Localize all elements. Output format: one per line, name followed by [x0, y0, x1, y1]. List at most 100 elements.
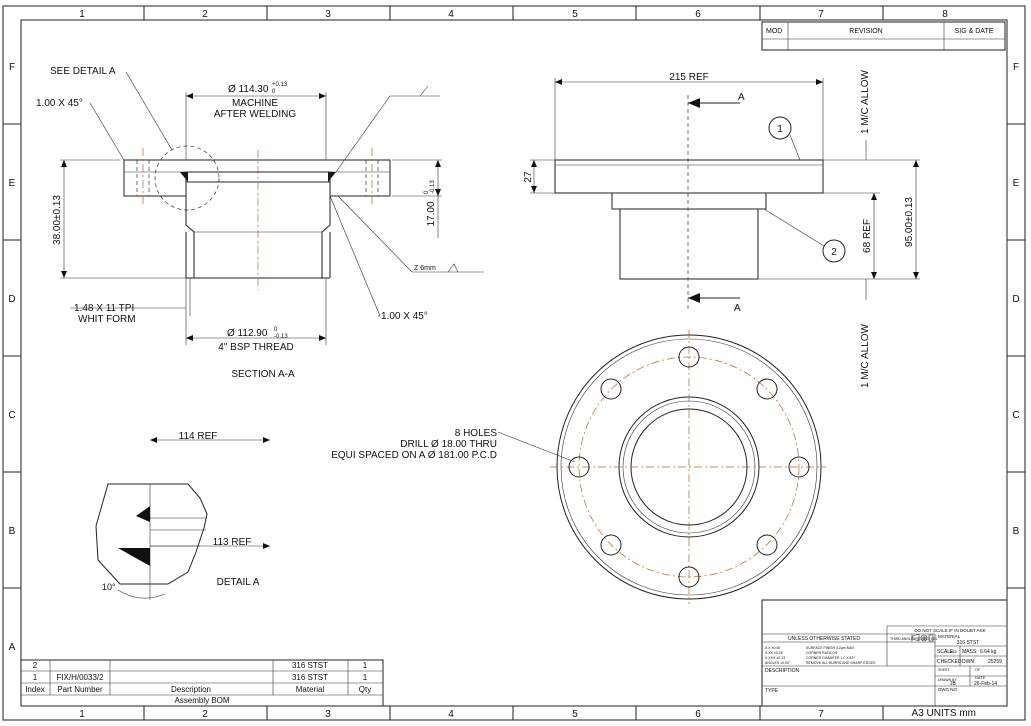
bom-title: Assembly BOM — [174, 696, 229, 705]
revision-header-revision: REVISION — [849, 28, 882, 35]
section-arrow-label-bottom: A — [734, 303, 741, 314]
date-label: DATE — [975, 675, 986, 680]
machine-note: MACHINE — [232, 98, 278, 109]
bolt-holes — [568, 346, 810, 588]
grid-col-label: 6 — [695, 9, 701, 20]
tolerance-xxx: X.XXX ±0.13 — [765, 656, 785, 660]
grid-col-label: 4 — [448, 709, 454, 720]
bore-tolerance-lower: 0 — [272, 89, 276, 95]
machining-allowance-bottom: 1 M/C ALLOW — [860, 323, 871, 387]
dwn-value: 25259 — [988, 659, 1002, 665]
drawn-by-value: JB — [950, 681, 957, 687]
face-tolerance-upper: 0 — [424, 190, 430, 194]
material-value: 316 STST — [957, 640, 980, 646]
mass-label: MASS: — [962, 649, 978, 655]
grid-row-label: D — [1012, 294, 1019, 305]
tolerance-x: X.X ±0.50 — [765, 646, 780, 650]
after-welding-note: AFTER WELDING — [214, 109, 296, 120]
grid-row-label: E — [9, 178, 16, 189]
bom-row-1-qty: 1 — [363, 673, 368, 682]
height-dimension: 38.00±0.13 — [52, 195, 63, 245]
outer-border — [2, 5, 1026, 721]
checked-label: CHECKED — [937, 659, 962, 665]
thread-tolerance-lower: -0.13 — [274, 334, 288, 340]
bom-row-2-material: 316 STST — [292, 661, 328, 670]
corner-radii-note: CORNER RADII 0.5 — [806, 651, 837, 655]
material-label: MATERIAL — [938, 634, 961, 639]
side-view: 215 REF A A 27 68 REF 95.00±0.13 1 M/C A… — [523, 69, 920, 388]
bore-diameter-label: Ø 114.30 — [228, 84, 269, 95]
side-dim-68: 68 REF — [862, 219, 873, 253]
holes-pcd-note: EQUI SPACED ON A Ø 181.00 P.C.D — [331, 450, 497, 461]
revision-header-mod: MOD — [766, 28, 782, 35]
dwg-no-label: DWG NO: — [938, 687, 958, 692]
grid-col-label: 1 — [79, 9, 85, 20]
grid-col-label: 3 — [325, 709, 331, 720]
bom-row-1-part: FIX/H/0033/2 — [56, 673, 104, 682]
grid-ticks — [3, 6, 1025, 720]
section-arrow-label-top: A — [738, 92, 745, 103]
face-dimension: 17.00 — [426, 201, 437, 226]
balloon-2: 2 — [831, 247, 837, 258]
thread-tpi-label: 1.48 X 11 TPI — [74, 303, 134, 314]
detail-dim-114: 114 REF — [179, 431, 218, 442]
bom-header-part: Part Number — [57, 685, 103, 694]
units-label: A3 UNITS mm — [912, 708, 976, 719]
grid-col-label: 5 — [572, 9, 578, 20]
grid-col-label: 6 — [695, 709, 701, 720]
bom-row-1-material: 316 STST — [292, 673, 328, 682]
revision-table: MOD REVISION SIG & DATE — [761, 21, 1006, 51]
section-title: SECTION A-A — [231, 369, 295, 380]
type-label: TYPE — [765, 688, 779, 694]
sheet-label: SHEET — [938, 668, 951, 672]
bom-row-1-index: 1 — [33, 673, 38, 682]
section-view: SEE DETAIL A 1.00 X 45° Ø 114.30 +0.13 0… — [36, 66, 484, 380]
grid-row-label: C — [1012, 410, 1019, 421]
grid-row-label: F — [9, 62, 15, 73]
thread-form-label: WHIT FORM — [78, 314, 136, 325]
balloon-1: 1 — [777, 124, 783, 135]
side-dim-215: 215 REF — [669, 72, 708, 83]
holes-drill-note: DRILL Ø 18.00 THRU — [400, 439, 497, 450]
face-tolerance-lower: -0.13 — [430, 180, 436, 194]
scale-label: SCALE: — [937, 649, 955, 655]
holes-count-note: 8 HOLES — [455, 428, 498, 439]
side-dim-95: 95.00±0.13 — [904, 197, 915, 247]
thread-tolerance-upper: 0 — [274, 327, 278, 333]
tolerance-angles: ANGLES ±0.50° — [765, 661, 791, 665]
tolerance-xx: X.XX ±0.25 — [765, 651, 783, 655]
revision-header-sig-date: SIG & DATE — [955, 28, 994, 35]
weld-note: Z 6mm — [414, 265, 436, 272]
drawn-by-label: DRAWN BY — [938, 678, 957, 682]
detail-view: 114 REF 113 REF 10° DETAIL A — [95, 431, 270, 600]
mass-value: 6.64 kg — [980, 649, 997, 655]
grid-col-label: 8 — [942, 9, 948, 20]
scale-value: 1/15 — [949, 649, 958, 654]
bom-row-2-qty: 1 — [363, 661, 368, 670]
dwn-label: DWN: — [962, 659, 975, 665]
of-label: OF — [975, 668, 980, 672]
grid-col-label: 1 — [79, 709, 85, 720]
grid-row-label: B — [1013, 526, 1020, 537]
corner-chamfer-note: CORNER CHAMFER 1.0 X 45° — [806, 656, 855, 660]
grid-row-label: E — [1013, 178, 1020, 189]
thread-name-label: 4" BSP THREAD — [218, 342, 293, 353]
grid-col-label: 5 — [572, 709, 578, 720]
bom-header-index: Index — [25, 685, 45, 694]
date-value: 26-Feb-14 — [974, 681, 997, 687]
bom-header-material: Material — [296, 685, 325, 694]
grid-row-label: B — [9, 526, 16, 537]
bore-tolerance-upper: +0.13 — [272, 82, 288, 88]
detail-dim-113: 113 REF — [213, 537, 252, 548]
grid-row-label: F — [1013, 62, 1019, 73]
unless-stated-note: UNLESS OTHERWISE STATED — [788, 636, 860, 642]
projection-symbol — [912, 633, 934, 642]
detail-title: DETAIL A — [217, 577, 260, 588]
side-dim-27: 27 — [523, 171, 534, 183]
grid-col-label: 7 — [818, 9, 824, 20]
bom-row-2-index: 2 — [33, 661, 38, 670]
grid-col-label: 2 — [202, 709, 208, 720]
machining-allowance-top: 1 M/C ALLOW — [860, 69, 871, 133]
grid-row-label: D — [8, 294, 15, 305]
